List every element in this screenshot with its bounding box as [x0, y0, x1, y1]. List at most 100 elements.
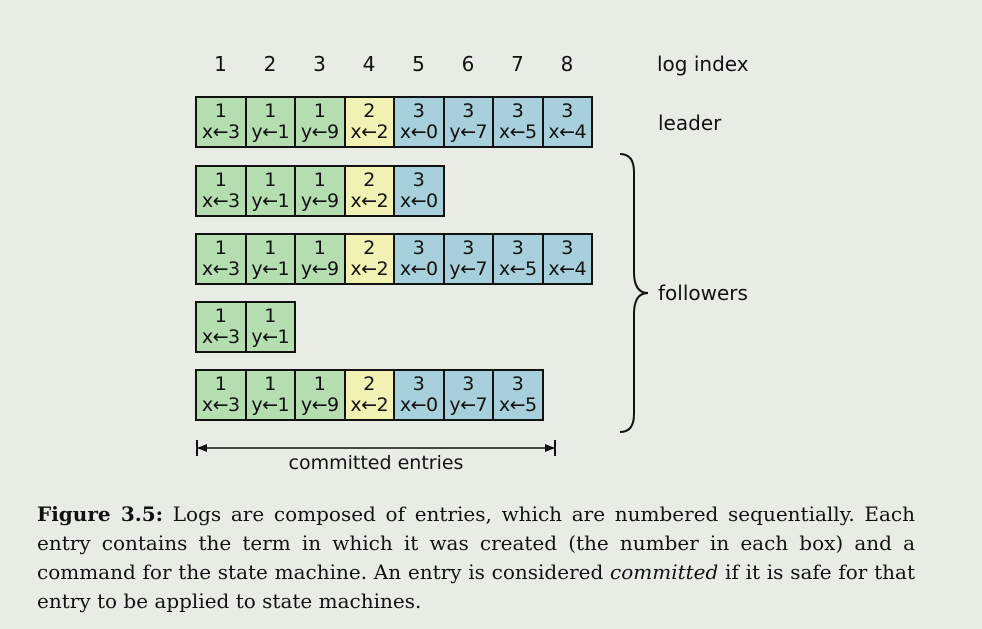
- entry-command: x←2: [350, 190, 389, 212]
- log-index-6: 6: [461, 52, 475, 76]
- log-index-3: 3: [313, 52, 326, 76]
- entry-term: 2: [363, 373, 376, 395]
- entry-term: 1: [313, 237, 326, 259]
- entry-term: 1: [313, 100, 326, 122]
- entry-command: y←1: [251, 326, 290, 348]
- entry-term: 1: [214, 169, 227, 191]
- entry-command: y←9: [300, 121, 339, 143]
- entry-command: y←7: [449, 121, 488, 143]
- leader-label: leader: [658, 111, 722, 135]
- entry-term: 3: [412, 373, 425, 395]
- entry-command: x←5: [498, 258, 537, 280]
- entry-term: 1: [264, 237, 277, 259]
- log-index-5: 5: [412, 52, 425, 76]
- entry-term: 3: [511, 237, 524, 259]
- entry-command: x←5: [498, 121, 537, 143]
- entry-command: y←9: [300, 258, 339, 280]
- entry-command: x←5: [498, 394, 537, 416]
- entry-term: 1: [264, 169, 277, 191]
- committed-entries-label: committed entries: [288, 452, 464, 474]
- entry-command: y←7: [449, 258, 488, 280]
- entry-term: 3: [561, 237, 574, 259]
- entry-command: x←2: [350, 258, 389, 280]
- log-index-1: 1: [214, 52, 227, 76]
- entry-command: x←0: [399, 258, 438, 280]
- entry-term: 2: [363, 169, 376, 191]
- log-index-4: 4: [362, 52, 376, 76]
- entry-command: x←2: [350, 394, 389, 416]
- entry-command: y←9: [300, 190, 339, 212]
- entry-term: 2: [363, 237, 376, 259]
- entry-term: 1: [313, 373, 326, 395]
- entry-term: 3: [511, 100, 524, 122]
- entry-term: 1: [264, 100, 277, 122]
- log-index-7: 7: [511, 52, 524, 76]
- entry-term: 3: [561, 100, 574, 122]
- followers-brace: [619, 153, 648, 433]
- entry-command: x←2: [350, 121, 389, 143]
- entry-term: 1: [264, 305, 277, 327]
- figure-caption: Figure 3.5: Logs are composed of entries…: [37, 500, 915, 616]
- log-index-2: 2: [263, 52, 277, 76]
- entry-command: y←1: [251, 121, 290, 143]
- entry-term: 3: [462, 373, 475, 395]
- log-index-8: 8: [560, 52, 574, 76]
- entry-term: 1: [313, 169, 326, 191]
- entry-command: y←1: [251, 394, 290, 416]
- figure-number: Figure 3.5:: [37, 502, 164, 526]
- entry-term: 2: [363, 100, 376, 122]
- entry-command: x←3: [201, 326, 240, 348]
- entry-term: 1: [264, 373, 277, 395]
- entry-term: 3: [462, 237, 475, 259]
- caption-text-part1: Logs are composed of entries, which are …: [37, 502, 915, 584]
- caption-emphasis: committed: [610, 560, 719, 584]
- entry-term: 3: [511, 373, 524, 395]
- entry-term: 3: [462, 100, 475, 122]
- entry-command: x←3: [201, 190, 240, 212]
- entry-term: 1: [214, 305, 227, 327]
- entry-term: 1: [214, 237, 227, 259]
- entry-command: y←9: [300, 394, 339, 416]
- entry-term: 3: [412, 169, 425, 191]
- followers-label: followers: [658, 281, 748, 305]
- entry-command: x←4: [548, 121, 587, 143]
- committed-entries-arrow: [196, 440, 556, 456]
- entry-command: x←3: [201, 394, 240, 416]
- entry-term: 3: [412, 237, 425, 259]
- entry-command: x←4: [548, 258, 587, 280]
- entry-command: y←1: [251, 258, 290, 280]
- log-index-label: log index: [657, 52, 749, 76]
- entry-term: 1: [214, 100, 227, 122]
- entry-command: x←0: [399, 394, 438, 416]
- entry-command: x←3: [201, 121, 240, 143]
- entry-term: 1: [214, 373, 227, 395]
